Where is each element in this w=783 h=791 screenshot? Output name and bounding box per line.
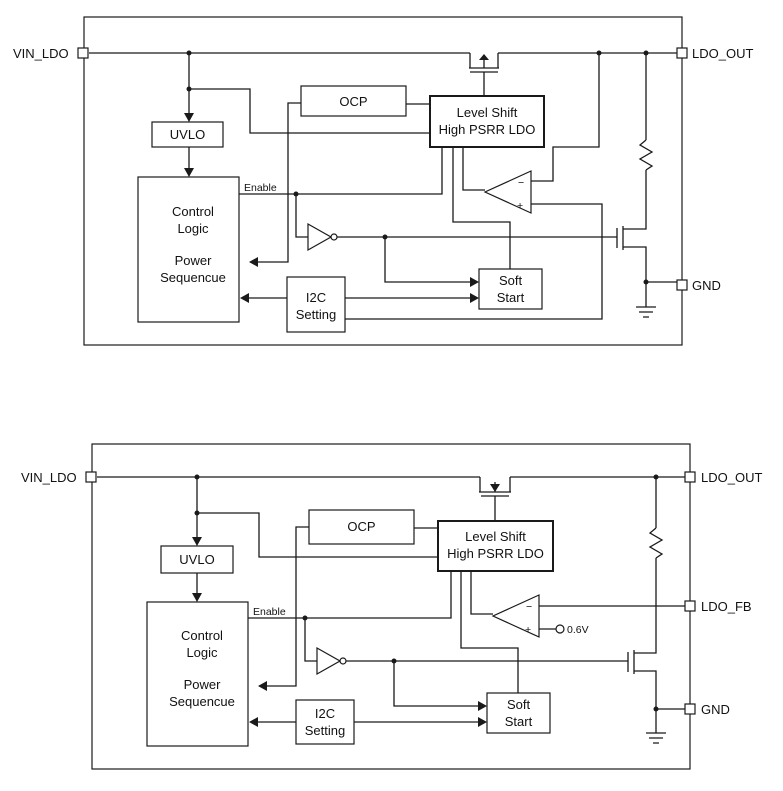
power-label-bottom: Power <box>184 677 222 692</box>
i2c-label-top: I2C <box>306 290 326 305</box>
pin-gnd-label-bottom: GND <box>701 702 730 717</box>
pin-fb-label-bottom: LDO_FB <box>701 599 752 614</box>
sequence-label-top: Sequencue <box>160 270 226 285</box>
power-label-top: Power <box>175 253 213 268</box>
nmos-bottom <box>627 648 657 709</box>
pin-gnd-top <box>676 279 688 291</box>
pass-transistor-bottom <box>479 477 511 520</box>
uvlo-block-bottom <box>160 545 234 574</box>
start-label-bottom: Start <box>505 714 533 729</box>
control-label-top: Control <box>172 204 214 219</box>
resistor-bottom <box>648 527 664 559</box>
pin-gnd-bottom <box>684 703 696 715</box>
logic-label-bottom: Logic <box>186 645 218 660</box>
sequence-label-bottom: Sequencue <box>169 694 235 709</box>
ldo-label-top: High PSRR LDO <box>439 122 536 137</box>
setting-label-bottom: Setting <box>305 723 345 738</box>
uvlo-label-top: UVLO <box>170 127 205 142</box>
level-shift-block-top <box>429 95 545 148</box>
i2c-block-top <box>286 276 346 333</box>
i2c-label-bottom: I2C <box>315 706 335 721</box>
ldo-label-bottom: High PSRR LDO <box>447 546 544 561</box>
soft-label-bottom: Soft <box>507 697 531 712</box>
pin-out-label-bottom: LDO_OUT <box>701 470 762 485</box>
pin-vin-top <box>77 47 89 59</box>
pass-transistor-top <box>469 53 499 96</box>
ocp-label-bottom: OCP <box>347 519 375 534</box>
inverter-bottom <box>316 646 347 676</box>
soft-start-block-top <box>478 268 543 310</box>
level-shift-block-bottom <box>437 520 554 572</box>
pin-out-top <box>676 47 688 59</box>
soft-label-top: Soft <box>499 273 523 288</box>
pin-vin-bottom <box>85 471 97 483</box>
svg-text:−: − <box>518 177 524 189</box>
enable-label-bottom: Enable <box>253 606 286 618</box>
ocp-block-bottom <box>308 509 415 545</box>
uvlo-label-bottom: UVLO <box>179 552 214 567</box>
inverter-top <box>307 222 338 252</box>
soft-start-block-bottom <box>486 692 551 734</box>
ground-symbol-top <box>636 306 656 318</box>
vref-label-bottom: 0.6V <box>567 624 589 636</box>
ground-symbol-bottom <box>646 732 666 744</box>
ocp-label-top: OCP <box>339 94 367 109</box>
level-shift-label-top: Level Shift <box>457 105 518 120</box>
nmos-top <box>616 224 647 282</box>
pin-vin-label-top: VIN_LDO <box>13 46 69 61</box>
start-label-top: Start <box>497 290 525 305</box>
diagram-bottom: VIN_LDO LDO_OUT LDO_FB GND UVLO Control … <box>21 443 762 770</box>
pin-out-bottom <box>684 471 696 483</box>
uvlo-block-top <box>151 121 224 148</box>
pin-fb-bottom <box>684 600 696 612</box>
error-amp-bottom: − + <box>491 594 540 638</box>
pin-out-label-top: LDO_OUT <box>692 46 753 61</box>
vref-node-bottom <box>555 624 565 634</box>
error-amp-top: − + <box>483 170 532 214</box>
svg-text:+: + <box>525 624 531 636</box>
control-logic-block-bottom <box>146 601 249 747</box>
ocp-block-top <box>300 85 407 117</box>
logic-label-top: Logic <box>177 221 209 236</box>
svg-text:−: − <box>526 601 532 613</box>
diagram-top: VIN_LDO LDO_OUT GND UVLO Control Logic P… <box>13 16 753 346</box>
control-logic-block-top <box>137 176 240 323</box>
svg-text:+: + <box>517 200 523 212</box>
pin-gnd-label-top: GND <box>692 278 721 293</box>
control-label-bottom: Control <box>181 628 223 643</box>
setting-label-top: Setting <box>296 307 336 322</box>
pin-vin-label-bottom: VIN_LDO <box>21 470 77 485</box>
level-shift-label-bottom: Level Shift <box>465 529 526 544</box>
enable-label-top: Enable <box>244 182 277 194</box>
resistor-top <box>638 139 654 171</box>
